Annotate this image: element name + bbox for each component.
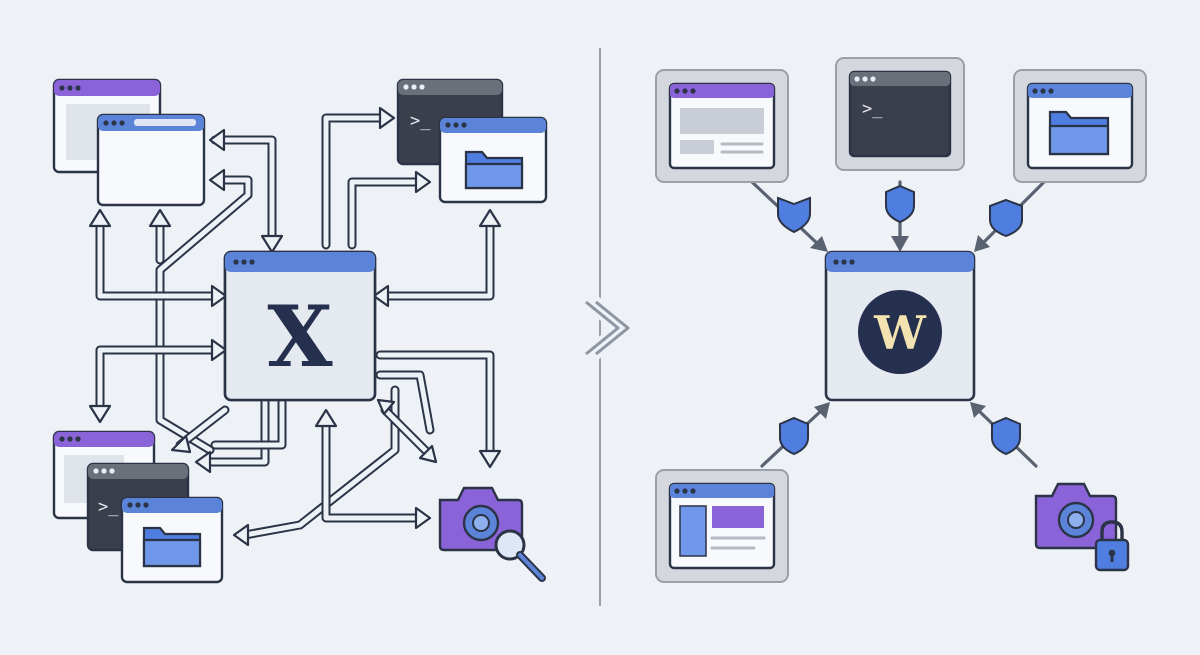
- folder-icon: [1048, 110, 1110, 156]
- terminal-prompt: >_: [410, 111, 431, 131]
- magnifier-icon: [494, 529, 546, 582]
- file-explorer-window-bottom: [120, 496, 224, 584]
- sandboxed-app-tile: [655, 469, 789, 583]
- camera-magnifier-icon: [438, 486, 546, 582]
- camera-lock-icon: [1034, 482, 1130, 572]
- shield-icon-3: [989, 198, 1023, 238]
- shield-icon-2: [885, 184, 915, 224]
- file-explorer-window-top: [438, 116, 548, 204]
- sandboxed-terminal-tile: >_: [835, 57, 965, 171]
- hub-w-window: W: [824, 250, 976, 402]
- tangled-arrows: [95, 113, 495, 540]
- arrow-heads: [88, 106, 502, 547]
- shield-icon-5: [991, 416, 1021, 456]
- folder-icon: [142, 526, 202, 568]
- terminal-prompt-right: >_: [862, 99, 883, 119]
- hub-w-badge: [858, 290, 942, 374]
- hub-w-letter: W: [873, 306, 927, 360]
- hub-x-letter: X: [267, 287, 333, 386]
- folder-icon: [464, 150, 524, 190]
- panel-divider: [582, 48, 642, 606]
- hub-x-window: X: [223, 250, 377, 402]
- shield-icon-4: [779, 416, 809, 456]
- browser-window-blue-top: [96, 113, 206, 207]
- right-panel: >_ W: [655, 57, 1147, 583]
- left-panel: >_ X: [52, 78, 548, 584]
- shield-icon-1: [777, 196, 811, 234]
- sandboxed-files-tile: [1013, 69, 1147, 183]
- sandboxed-browser-tile: [655, 69, 789, 183]
- terminal-prompt-bottom: >_: [98, 497, 119, 517]
- lock-icon: [1094, 520, 1130, 572]
